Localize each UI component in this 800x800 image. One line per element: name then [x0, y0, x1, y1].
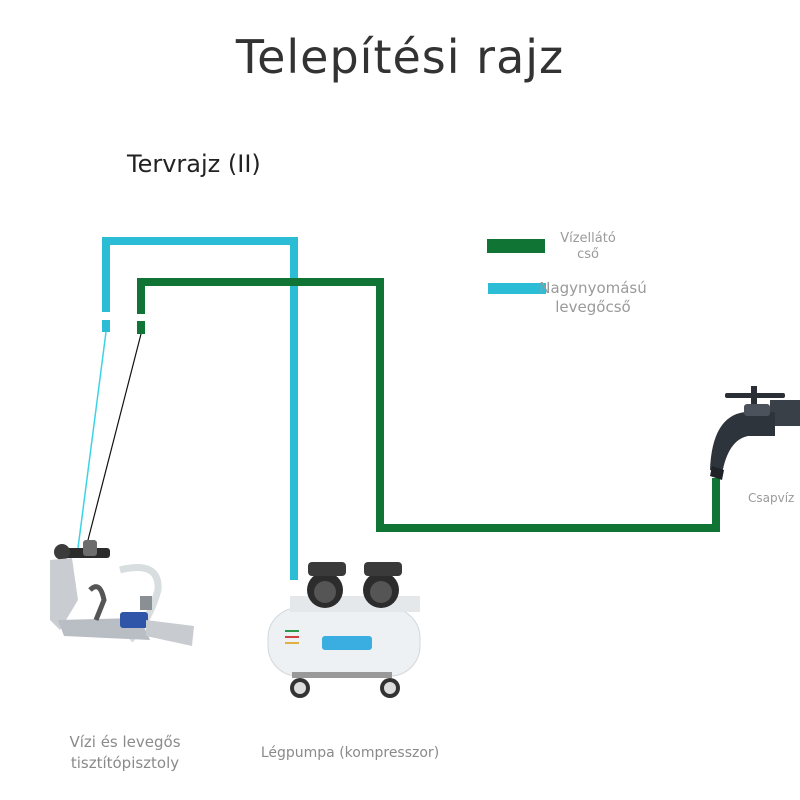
legend-water-label-line1: Vízellátó	[560, 231, 616, 246]
tap-label: Csapvíz	[748, 491, 795, 505]
compressor-label: Légpumpa (kompresszor)	[260, 745, 440, 761]
water-hose	[87, 333, 142, 541]
gun-label: Vízi és levegős tisztítópisztoly	[40, 732, 210, 774]
page-title: Telepítési rajz	[235, 30, 565, 84]
faucet-icon	[710, 386, 800, 480]
legend-air-label: Nagynyomású levegőcső	[533, 279, 653, 317]
gun-label-line1: Vízi és levegős	[69, 733, 181, 751]
legend-water-label-line2: cső	[577, 247, 599, 262]
gun-label-line2: tisztítópisztoly	[70, 754, 180, 772]
legend-water-swatch	[487, 239, 545, 253]
diagram-subtitle: Tervrajz (II)	[127, 150, 261, 178]
legend-air-label-line2: levegőcső	[555, 298, 631, 316]
legend-water-label: Vízellátó cső	[548, 231, 628, 263]
air-hose	[77, 331, 107, 549]
air-pipe	[102, 237, 298, 580]
water-pipe	[137, 278, 720, 532]
legend-air-swatch	[488, 283, 546, 294]
cleaning-gun-icon	[50, 540, 194, 646]
air-compressor-icon	[267, 562, 421, 698]
legend-air-label-line1: Nagynyomású	[539, 279, 647, 297]
